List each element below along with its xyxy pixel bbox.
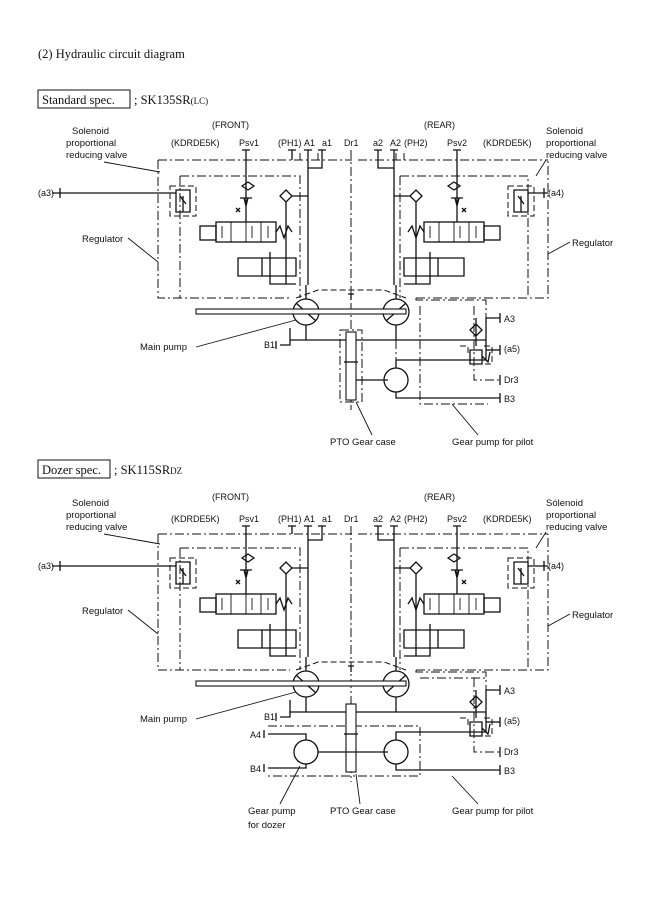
a4-port-label: (a4) (548, 188, 564, 198)
solenoid-right-label-2: proportional (546, 138, 596, 149)
dz-main-pump-label: Main pump (140, 714, 187, 725)
pto-gear-case-icon (339, 329, 388, 403)
dz-psv2-label: Psv2 (447, 514, 467, 524)
regulator-spool-left-icon (199, 176, 297, 285)
solenoid-left-label-1: Solenoid (72, 126, 109, 137)
dz-a5-port-label: (a5) (504, 716, 520, 726)
dz-ph1-label: (PH1) (278, 514, 302, 524)
standard-model: ; SK135SR(LC) (134, 93, 208, 107)
a2-label: A2 (390, 138, 401, 148)
a4-label: A4 (250, 730, 261, 740)
psv2-label: Psv2 (447, 138, 467, 148)
a3-label: A3 (504, 314, 515, 324)
dozer-spec-label: Dozer spec. (42, 463, 101, 477)
dz-solenoid-valve-right-icon (507, 557, 548, 589)
ph1-label: (PH1) (278, 138, 302, 148)
solenoid-left-label-3: reducing valve (66, 150, 127, 161)
dz-pto-gear-case-label: PTO Gear case (330, 806, 396, 817)
dozer-spec-diagram: Dozer spec. ; SK115SRDZ (FRONT) (REAR) (… (37, 459, 613, 831)
dz-solenoid-valve-left-icon (52, 557, 197, 589)
solenoid-valve-left-icon (52, 185, 197, 217)
regulator-left-label: Regulator (82, 234, 123, 245)
pto-gear-case-label: PTO Gear case (330, 437, 396, 448)
dz-kdrde-right-label: (KDRDE5K) (483, 514, 532, 524)
dz-a2-label: A2 (390, 514, 401, 524)
solenoid-right-label-1: Solenoid (546, 126, 583, 137)
dozer-spec-box (37, 459, 111, 479)
dz-dr1-label: Dr1 (344, 514, 359, 524)
kdrde-left-label: (KDRDE5K) (171, 138, 220, 148)
gear-pump-dozer-icon (293, 739, 319, 765)
solenoid-valve-right-icon (507, 185, 548, 217)
dz-a4-port-label: (a4) (548, 561, 564, 571)
main-pump-label: Main pump (140, 342, 187, 353)
dozer-circuit: (FRONT) (REAR) (KDRDE5K) Psv1 (PH1) A1 a… (38, 492, 613, 831)
dz-a2-small-label: a2 (373, 514, 383, 524)
dz-solenoid-right-label-1: Sólenoid (546, 498, 583, 509)
dozer-model: ; SK115SRDZ (114, 463, 182, 477)
a3-port-label: (a3) (38, 188, 54, 198)
kdrde-right-label: (KDRDE5K) (483, 138, 532, 148)
a1-small-label: a1 (322, 138, 332, 148)
a1-label: A1 (304, 138, 315, 148)
ph2-label: (PH2) (404, 138, 428, 148)
dz-a3-label: A3 (504, 686, 515, 696)
dz-pto-gear-case-icon (268, 703, 421, 777)
front-label: (FRONT) (212, 120, 249, 130)
dz-solenoid-right-label-3: reducing valve (546, 522, 607, 533)
dz-a1-label: A1 (304, 514, 315, 524)
dz-regulator-spool-left-icon (199, 548, 297, 657)
b1-port-label: B1 (264, 340, 275, 350)
dz-psv1-label: Psv1 (239, 514, 259, 524)
gear-pump-dozer-label-2: for dozer (248, 820, 286, 831)
solenoid-right-label-3: reducing valve (546, 150, 607, 161)
solenoid-left-label-2: proportional (66, 138, 116, 149)
rear-label: (REAR) (424, 120, 455, 130)
a5-port-label: (a5) (504, 344, 520, 354)
psv1-label: Psv1 (239, 138, 259, 148)
dz-front-label: (FRONT) (212, 492, 249, 502)
dz-rear-label: (REAR) (424, 492, 455, 502)
standard-spec-diagram: Standard spec. ; SK135SR(LC) (FRONT) (RE… (37, 89, 613, 448)
gear-pump-pilot-label: Gear pump for pilot (452, 437, 534, 448)
dz-solenoid-left-label-2: proportional (66, 510, 116, 521)
standard-spec-label: Standard spec. (42, 93, 115, 107)
regulator-spool-right-icon (403, 176, 501, 285)
standard-circuit: (FRONT) (REAR) (KDRDE5K) Psv1 (PH1) A1 a… (38, 120, 613, 448)
b3-label: B3 (504, 394, 515, 404)
b4-label: B4 (250, 764, 261, 774)
dr1-label: Dr1 (344, 138, 359, 148)
dz-solenoid-right-label-2: proportional (546, 510, 596, 521)
dr3-label: Dr3 (504, 375, 519, 385)
dz-solenoid-left-label-1: Solenoid (72, 498, 109, 509)
dz-dr3-label: Dr3 (504, 747, 519, 757)
a2-small-label: a2 (373, 138, 383, 148)
page-heading: (2) Hydraulic circuit diagram (38, 47, 185, 61)
dz-a3-port-label: (a3) (38, 561, 54, 571)
dz-a1-small-label: a1 (322, 514, 332, 524)
dz-gear-pump-pilot-label: Gear pump for pilot (452, 806, 534, 817)
dz-b1-port-label: B1 (264, 712, 275, 722)
regulator-right-label: Regulator (572, 238, 613, 249)
dz-regulator-spool-right-icon (403, 548, 501, 657)
dz-b3-label: B3 (504, 766, 515, 776)
standard-spec-box (37, 89, 131, 109)
dz-solenoid-left-label-3: reducing valve (66, 522, 127, 533)
dz-regulator-left-label: Regulator (82, 606, 123, 617)
dz-kdrde-left-label: (KDRDE5K) (171, 514, 220, 524)
dz-regulator-right-label: Regulator (572, 610, 613, 621)
gear-pump-dozer-label-1: Gear pump (248, 806, 296, 817)
dz-ph2-label: (PH2) (404, 514, 428, 524)
